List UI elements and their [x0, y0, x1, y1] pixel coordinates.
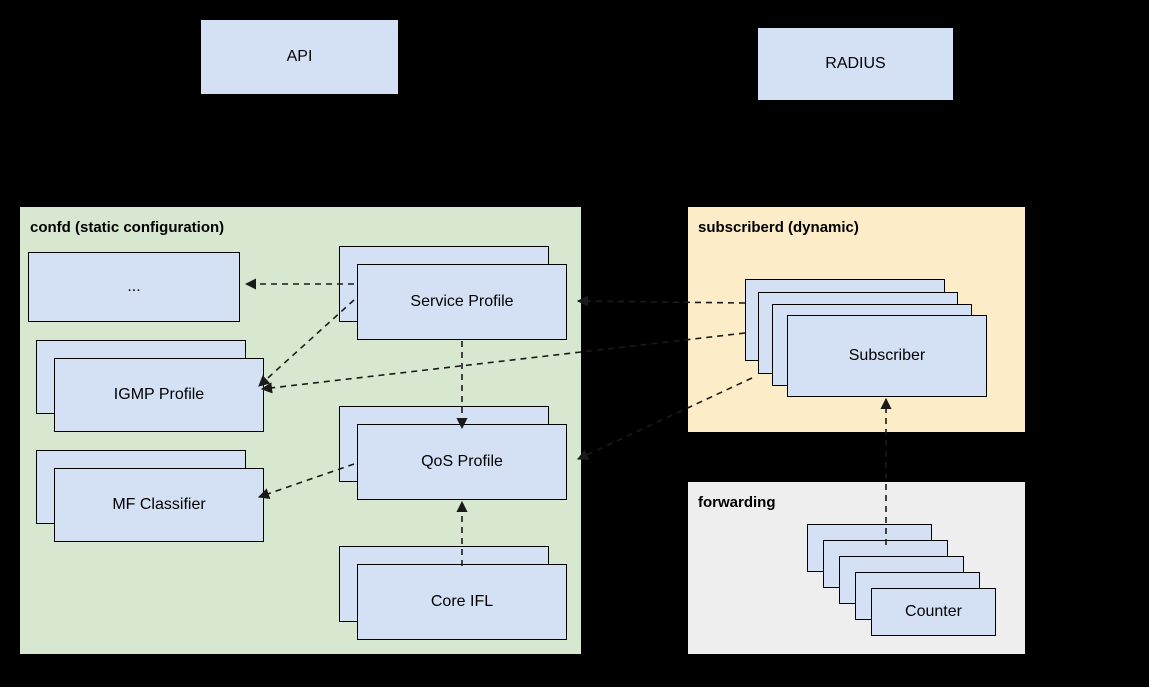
node-service-profile[interactable]: Service Profile [339, 246, 567, 340]
node-igmp-profile-front[interactable]: IGMP Profile [54, 358, 264, 432]
node-core-ifl-front[interactable]: Core IFL [357, 564, 567, 640]
node-radius-label: RADIUS [825, 55, 886, 72]
node-dots-label: ... [127, 278, 141, 295]
node-service-profile-front[interactable]: Service Profile [357, 264, 567, 340]
node-core-ifl-label: Core IFL [430, 593, 494, 610]
node-mf-classifier[interactable]: MF Classifier [36, 450, 264, 542]
node-igmp-profile-label: IGMP Profile [113, 386, 205, 403]
node-service-profile-label: Service Profile [410, 293, 514, 310]
container-subscriberd-title: subscriberd (dynamic) [698, 219, 859, 236]
node-dots[interactable]: ... [28, 252, 240, 322]
node-subscriber-label: Subscriber [848, 347, 926, 364]
container-forwarding-title: forwarding [698, 494, 776, 511]
node-subscriber[interactable]: Subscriber [745, 279, 990, 397]
node-api[interactable]: API [200, 19, 399, 95]
node-mf-classifier-label: MF Classifier [112, 496, 206, 513]
container-confd-title: confd (static configuration) [30, 219, 225, 236]
node-api-label: API [286, 48, 313, 65]
node-subscriber-front[interactable]: Subscriber [787, 315, 987, 397]
node-core-ifl[interactable]: Core IFL [339, 546, 567, 640]
node-counter-front[interactable]: Counter [871, 588, 996, 636]
node-igmp-profile[interactable]: IGMP Profile [36, 340, 264, 432]
node-counter[interactable]: Counter [807, 524, 997, 636]
node-qos-profile-front[interactable]: QoS Profile [357, 424, 567, 500]
node-mf-classifier-front[interactable]: MF Classifier [54, 468, 264, 542]
node-radius[interactable]: RADIUS [757, 27, 954, 101]
node-qos-profile-label: QoS Profile [421, 453, 503, 470]
node-qos-profile[interactable]: QoS Profile [339, 406, 567, 500]
node-counter-label: Counter [905, 603, 962, 620]
